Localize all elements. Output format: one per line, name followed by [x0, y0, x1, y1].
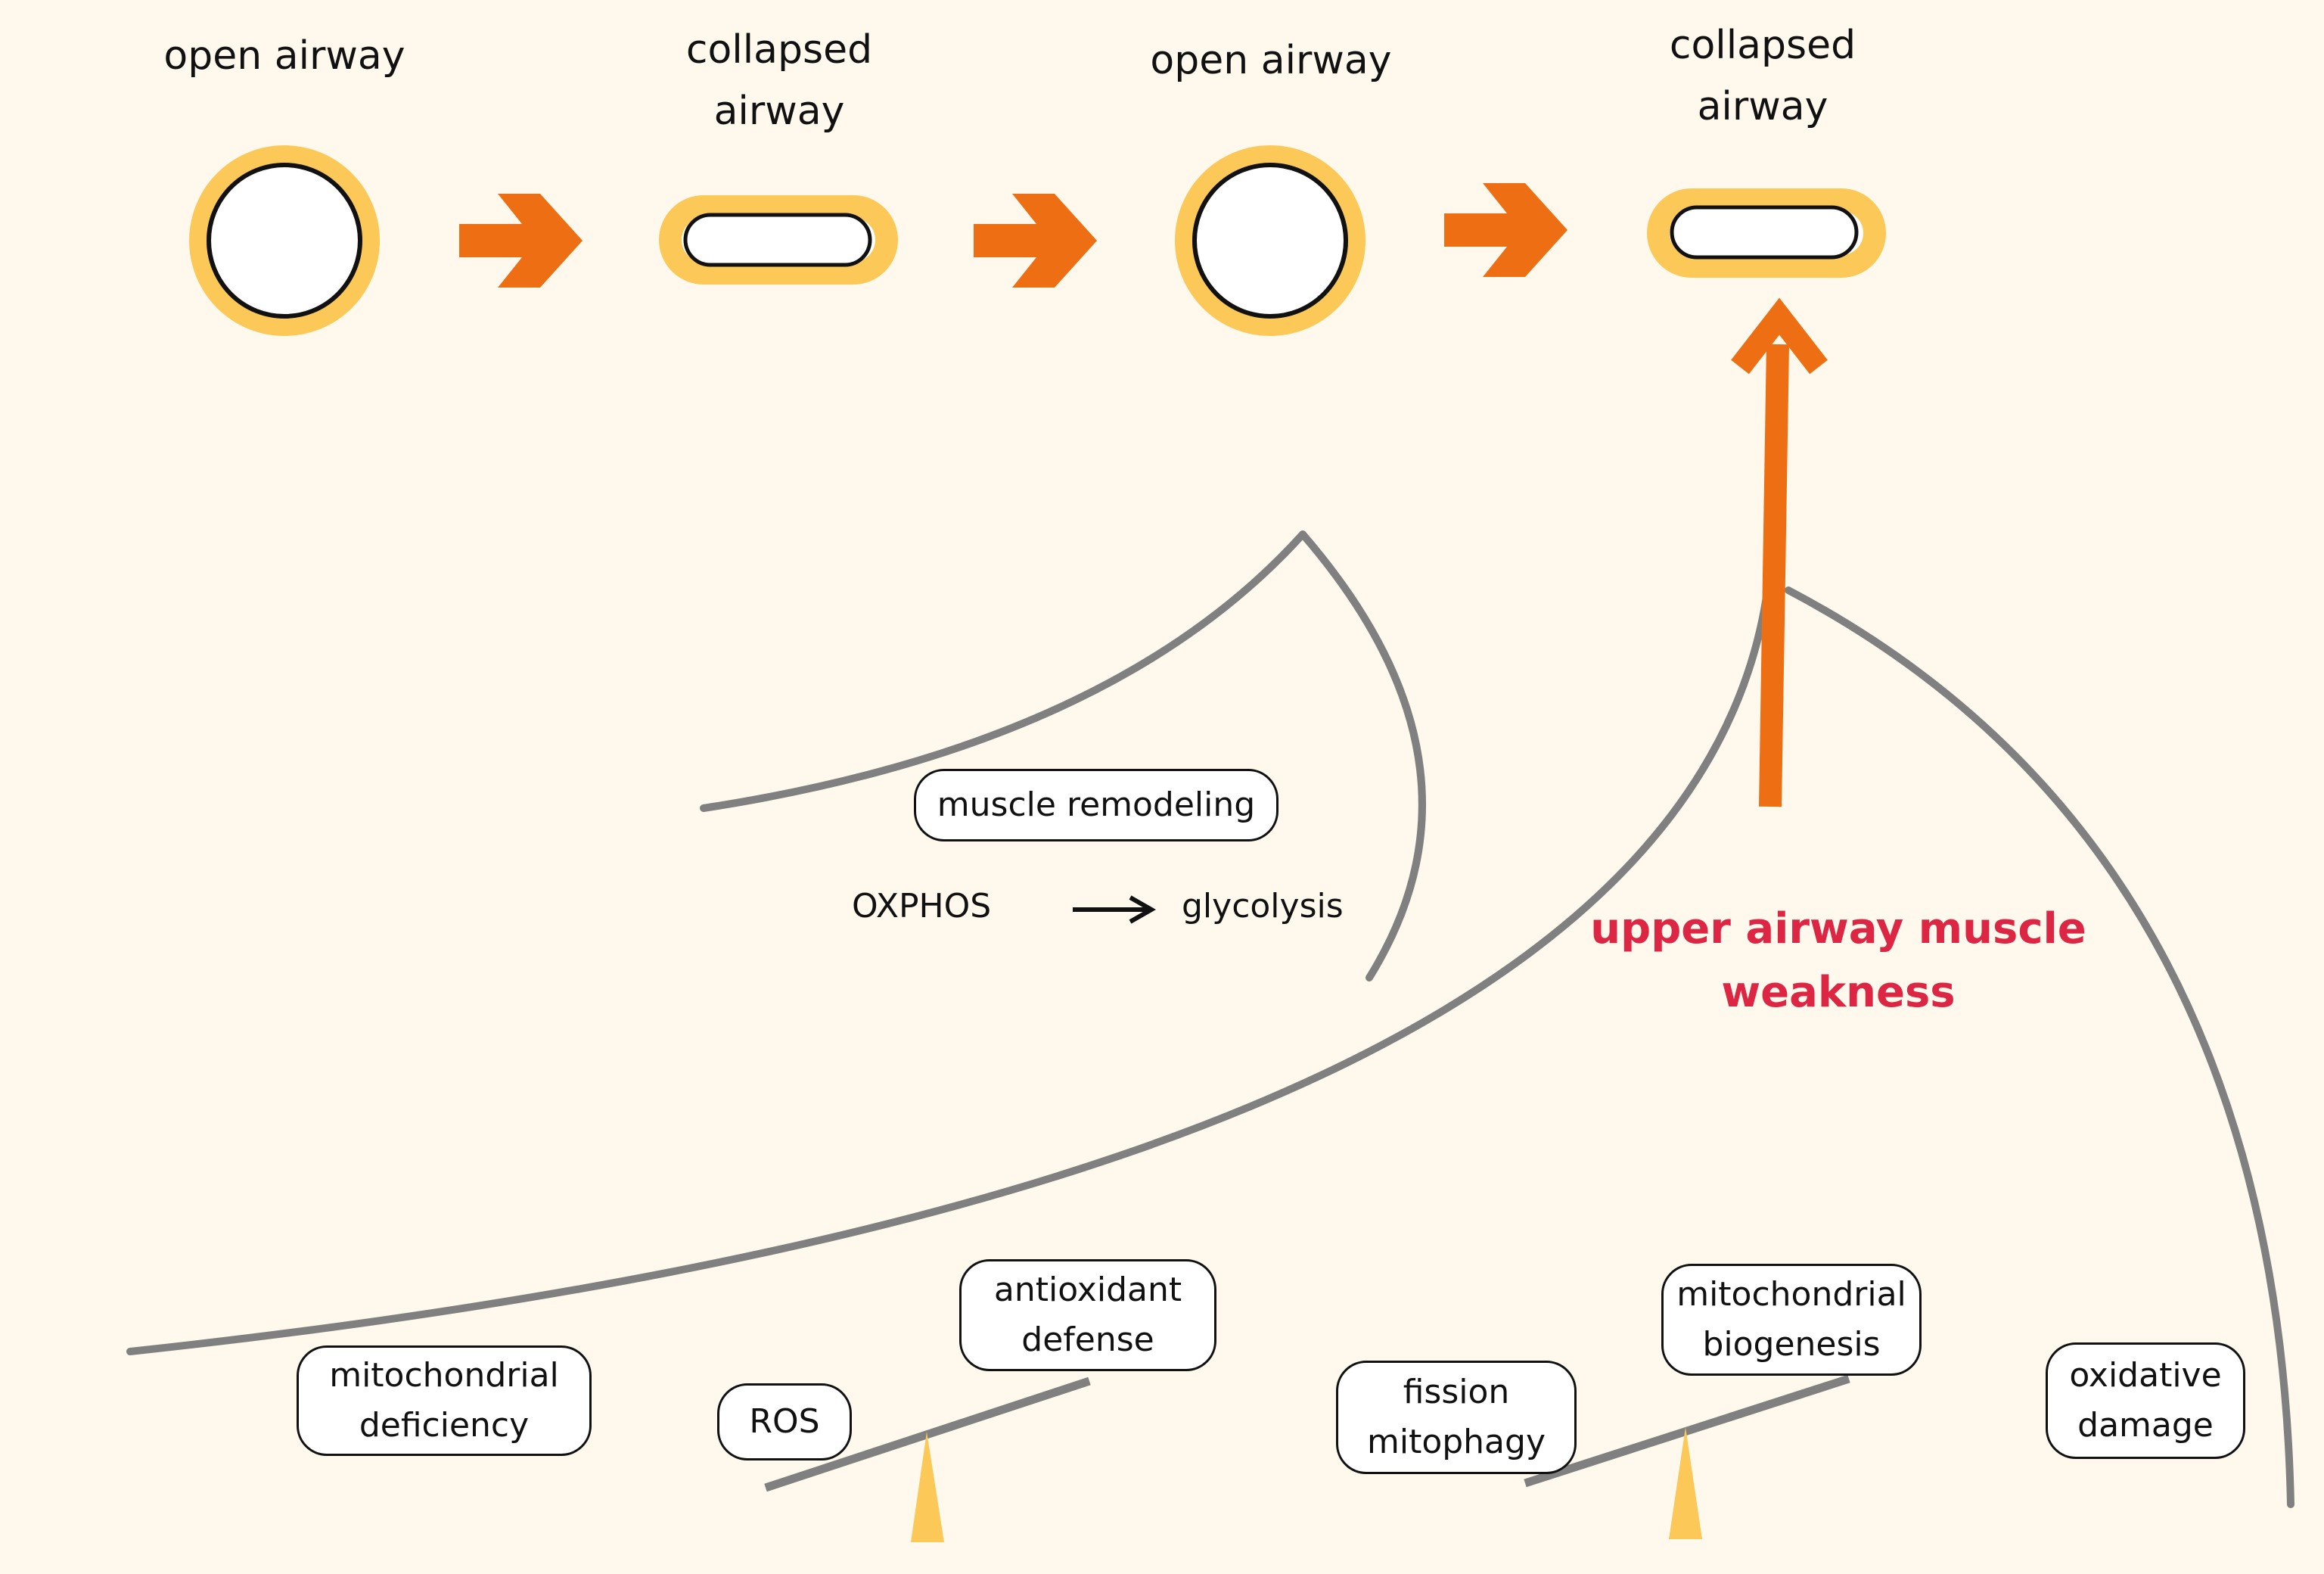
- stage-label-line1: collapsed: [685, 27, 873, 73]
- airway-collapsed-1: [659, 195, 898, 285]
- box-line2: defense: [1021, 1320, 1154, 1359]
- remodeling-curve-left: [700, 530, 1306, 812]
- progression-arrow-1: [459, 194, 583, 288]
- glycolysis-label: glycolysis: [1182, 887, 1344, 925]
- box-line2: mitophagy: [1366, 1423, 1546, 1461]
- ros-box: ROS: [717, 1383, 852, 1460]
- box-line1: oxidative: [2069, 1356, 2222, 1395]
- airway-open-2: [1175, 145, 1366, 336]
- mito-deficiency-curve: [126, 583, 1772, 1355]
- box-line2: deficiency: [359, 1406, 530, 1445]
- progression-arrow-2: [974, 194, 1097, 288]
- oxidative-damage-box: oxidative damage: [2046, 1342, 2245, 1459]
- airway-collapsed-2: [1647, 188, 1886, 278]
- box-line1: fission: [1403, 1373, 1510, 1411]
- fission-mitophagy-box: fission mitophagy: [1336, 1361, 1577, 1474]
- stage-label-line1: collapsed: [1669, 23, 1856, 68]
- mitochondrial-biogenesis-box: mitochondrial biogenesis: [1661, 1264, 1922, 1376]
- fission-biogenesis-balance: [1524, 1374, 1850, 1539]
- stage-label-line1: open airway: [1150, 38, 1392, 83]
- stage-label-open-2: open airway: [1120, 30, 1422, 92]
- ros-label: ROS: [749, 1402, 820, 1441]
- airway-open-1: [189, 145, 380, 336]
- stage-label-collapsed-2: collapsed airway: [1611, 15, 1914, 137]
- stage-label-line2: airway: [713, 88, 845, 134]
- upper-airway-weakness-label: upper airway muscle weakness: [1543, 897, 2133, 1025]
- oxphos-to-glycolysis-arrow: [1073, 895, 1157, 924]
- oxidative-damage-curve: [1785, 586, 2294, 1508]
- ros-antioxidant-balance: [764, 1376, 1091, 1542]
- weakness-line2: weakness: [1721, 968, 1956, 1017]
- box-line2: biogenesis: [1702, 1325, 1881, 1364]
- box-line2: damage: [2077, 1406, 2214, 1445]
- box-line1: antioxidant: [993, 1271, 1182, 1309]
- weakness-arrow: [1731, 297, 1828, 807]
- muscle-remodeling-label: muscle remodeling: [937, 785, 1256, 824]
- oxphos-label: OXPHOS: [852, 887, 992, 925]
- remodeling-curve-right: [1299, 530, 1426, 981]
- muscle-remodeling-box: muscle remodeling: [914, 769, 1279, 841]
- box-line1: mitochondrial: [1676, 1275, 1906, 1314]
- mitochondrial-deficiency-box: mitochondrial deficiency: [297, 1345, 592, 1456]
- stage-label-line2: airway: [1697, 83, 1828, 129]
- stage-label-line1: open airway: [163, 33, 405, 79]
- box-line1: mitochondrial: [329, 1356, 559, 1395]
- stage-label-collapsed-1: collapsed airway: [628, 20, 931, 142]
- antioxidant-defense-box: antioxidant defense: [959, 1259, 1216, 1371]
- weakness-line1: upper airway muscle: [1590, 904, 2086, 953]
- progression-arrow-3: [1444, 183, 1567, 277]
- stage-label-open-1: open airway: [133, 26, 436, 87]
